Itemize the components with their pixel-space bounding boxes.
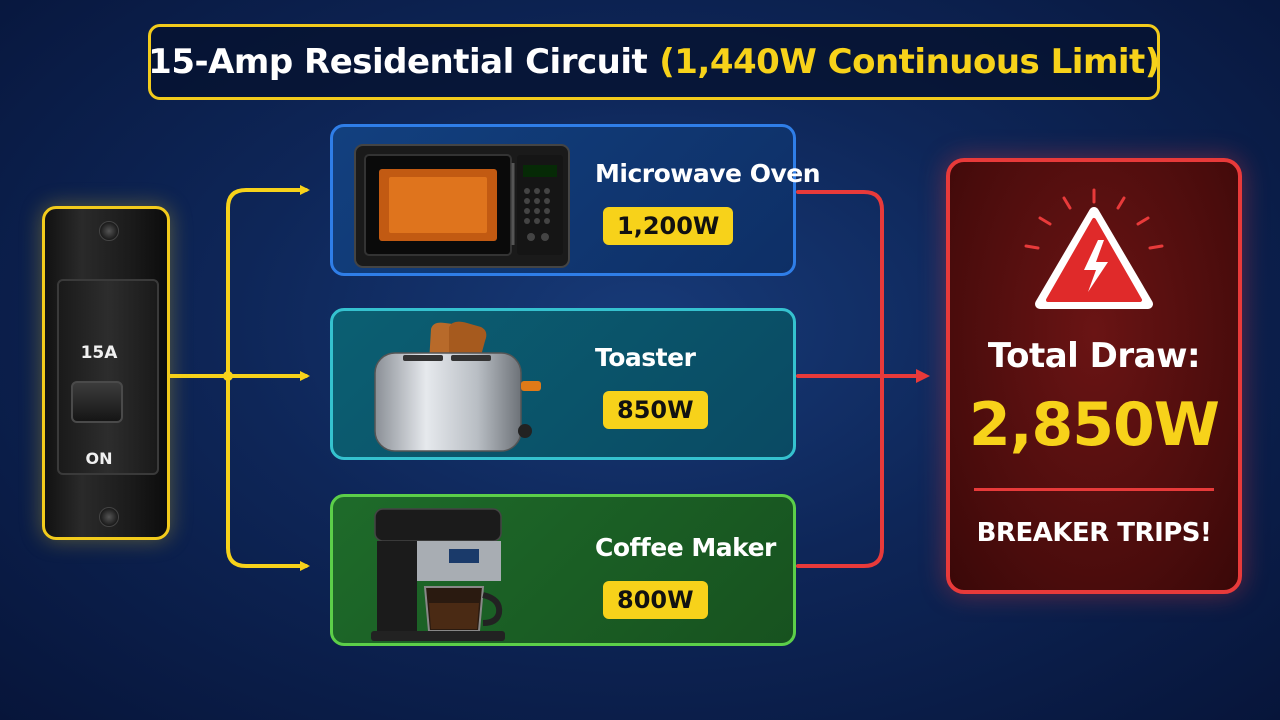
total-draw-label: Total Draw:: [987, 336, 1201, 376]
trip-status: BREAKER TRIPS!: [976, 518, 1212, 548]
screw-icon: [99, 507, 119, 527]
junction-node: [223, 371, 233, 381]
breaker-state: ON: [85, 449, 113, 468]
appliance-name: Microwave Oven: [595, 159, 821, 188]
appliance-name: Coffee Maker: [595, 533, 776, 562]
microwave-icon: [354, 144, 570, 268]
appliance-wattage: 800W: [603, 581, 708, 619]
breaker-lever: [71, 381, 123, 423]
appliance-card-coffee-maker: Coffee Maker 800W: [330, 494, 796, 646]
load-wires: [796, 190, 930, 568]
feed-wires: [168, 185, 310, 571]
breaker-rating: 15A: [80, 343, 118, 363]
divider: [974, 488, 1214, 491]
appliance-name: Toaster: [595, 343, 696, 372]
title-main: 15-Amp Residential Circuit: [148, 42, 648, 82]
appliance-card-microwave: Microwave Oven 1,200W: [330, 124, 821, 276]
title-banner: 15-Amp Residential Circuit (1,440W Conti…: [148, 24, 1160, 100]
screw-icon: [99, 221, 119, 241]
appliance-card-toaster: Toaster 850W: [330, 308, 796, 460]
warning-triangle-lightning-icon: [1024, 188, 1164, 309]
circuit-breaker-icon: 15A ON: [42, 206, 170, 540]
total-draw-value: 2,850W: [969, 390, 1220, 460]
breaker-face: 15A ON: [57, 279, 159, 475]
title-limit: (1,440W Continuous Limit): [659, 42, 1160, 82]
appliance-wattage: 850W: [603, 391, 708, 429]
total-draw-panel: Total Draw: 2,850W BREAKER TRIPS!: [946, 158, 1242, 594]
toaster-icon: [374, 321, 541, 452]
coffee-maker-icon: [371, 508, 505, 641]
appliance-wattage: 1,200W: [603, 207, 734, 245]
